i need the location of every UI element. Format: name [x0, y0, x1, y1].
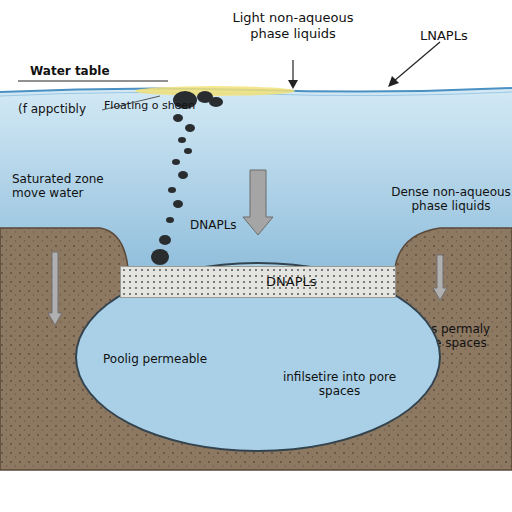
droplet [168, 187, 176, 193]
droplet [166, 217, 174, 223]
droplet [162, 268, 174, 278]
droplet [266, 353, 274, 359]
annotation-label: Floating o sheen [104, 99, 214, 112]
dnapl-droplets [151, 91, 223, 265]
leader-arrow [394, 42, 440, 81]
annotation-label: Dense non-aqueous phase liquids [390, 185, 512, 214]
flow-arrow [322, 310, 334, 368]
annotation-label: (f appctibly [18, 102, 108, 116]
droplet [294, 320, 306, 330]
flow-arrow [151, 310, 165, 340]
droplet [173, 200, 183, 208]
droplet [172, 159, 180, 165]
droplet [255, 312, 269, 324]
droplet [169, 293, 179, 301]
arrow-head [388, 76, 399, 87]
droplet [316, 315, 324, 321]
droplet [184, 148, 192, 154]
droplet [209, 97, 223, 107]
dnapl-droplets [153, 268, 324, 395]
droplet [258, 337, 268, 345]
flow-arrow [48, 252, 62, 325]
annotation-label: LNAPLs [420, 28, 500, 44]
leader-arrow [292, 60, 293, 80]
flow-arrow [231, 310, 249, 378]
annotation-label: Water table [30, 64, 150, 78]
droplet [178, 171, 188, 179]
dnapl-layer-band: DNAPLs [120, 266, 396, 298]
node-text: DNAPLs [266, 274, 336, 290]
droplet [197, 315, 203, 321]
droplet [185, 124, 195, 132]
droplet [228, 289, 236, 295]
annotation-label: Light non-aqueous phase liquids [218, 10, 368, 41]
droplet [178, 137, 186, 143]
droplet [151, 249, 169, 265]
annotation-label: DNAPLs [190, 218, 250, 232]
arrow-head [288, 80, 298, 89]
droplet [200, 296, 210, 304]
droplet [242, 300, 252, 308]
droplet [176, 317, 184, 323]
droplet [252, 365, 258, 371]
flow-arrow [433, 255, 447, 300]
water-table-underline [18, 81, 168, 82]
droplet [159, 235, 171, 245]
droplet [281, 328, 289, 334]
droplet [266, 297, 276, 305]
oil-sheen [135, 86, 295, 96]
annotation-label: Saturated zone move water [12, 172, 127, 201]
droplet [186, 299, 194, 305]
ground-soil [0, 228, 512, 470]
droplet [173, 114, 183, 122]
droplet [285, 297, 301, 311]
droplet [153, 282, 163, 290]
node-text: infilsetire into pore spaces [282, 370, 397, 399]
droplet [211, 327, 219, 333]
flow-arrow [243, 170, 273, 235]
node-text: Poolig permeable [103, 352, 243, 366]
droplet [245, 389, 251, 395]
